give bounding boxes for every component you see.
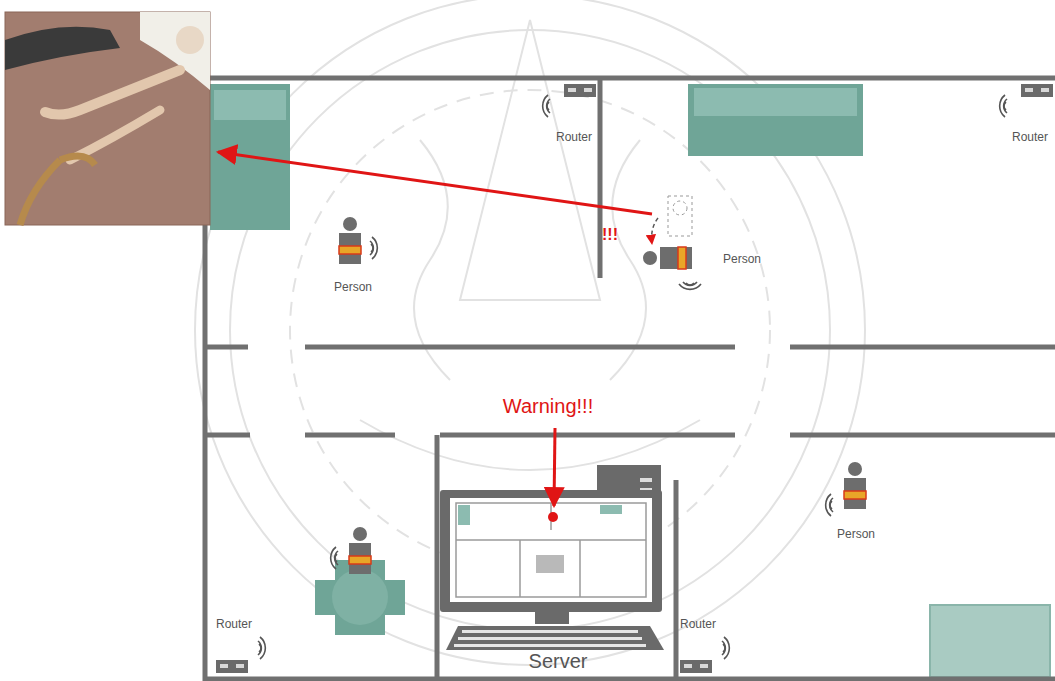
device-label: Person — [837, 528, 875, 542]
device-label: Router — [680, 618, 716, 632]
person-device: Person — [837, 528, 875, 542]
device-label: Person — [334, 281, 372, 295]
fall-photo — [5, 12, 210, 225]
router-icons — [216, 84, 1053, 673]
person-device: Person — [723, 253, 761, 267]
walls — [205, 78, 1055, 681]
router-device: Router — [1012, 131, 1048, 145]
server-computer — [440, 465, 664, 650]
device-label: Server — [529, 650, 588, 673]
router-device: Router — [680, 618, 716, 632]
person-device: Person — [334, 281, 372, 295]
router-device: Router — [556, 131, 592, 145]
warning-leader — [554, 428, 555, 506]
alert-mark: !!! — [602, 226, 618, 244]
furniture — [210, 84, 1050, 677]
warning-text: Warning!!! — [503, 395, 593, 418]
router-device: Router — [216, 618, 252, 632]
device-label: Router — [1012, 131, 1048, 145]
alert-arrow — [218, 152, 652, 214]
device-label: Person — [723, 253, 761, 267]
device-label: Router — [216, 618, 252, 632]
device-label: Router — [556, 131, 592, 145]
watermark-seal — [195, 0, 865, 665]
server-room: Server — [529, 650, 588, 673]
